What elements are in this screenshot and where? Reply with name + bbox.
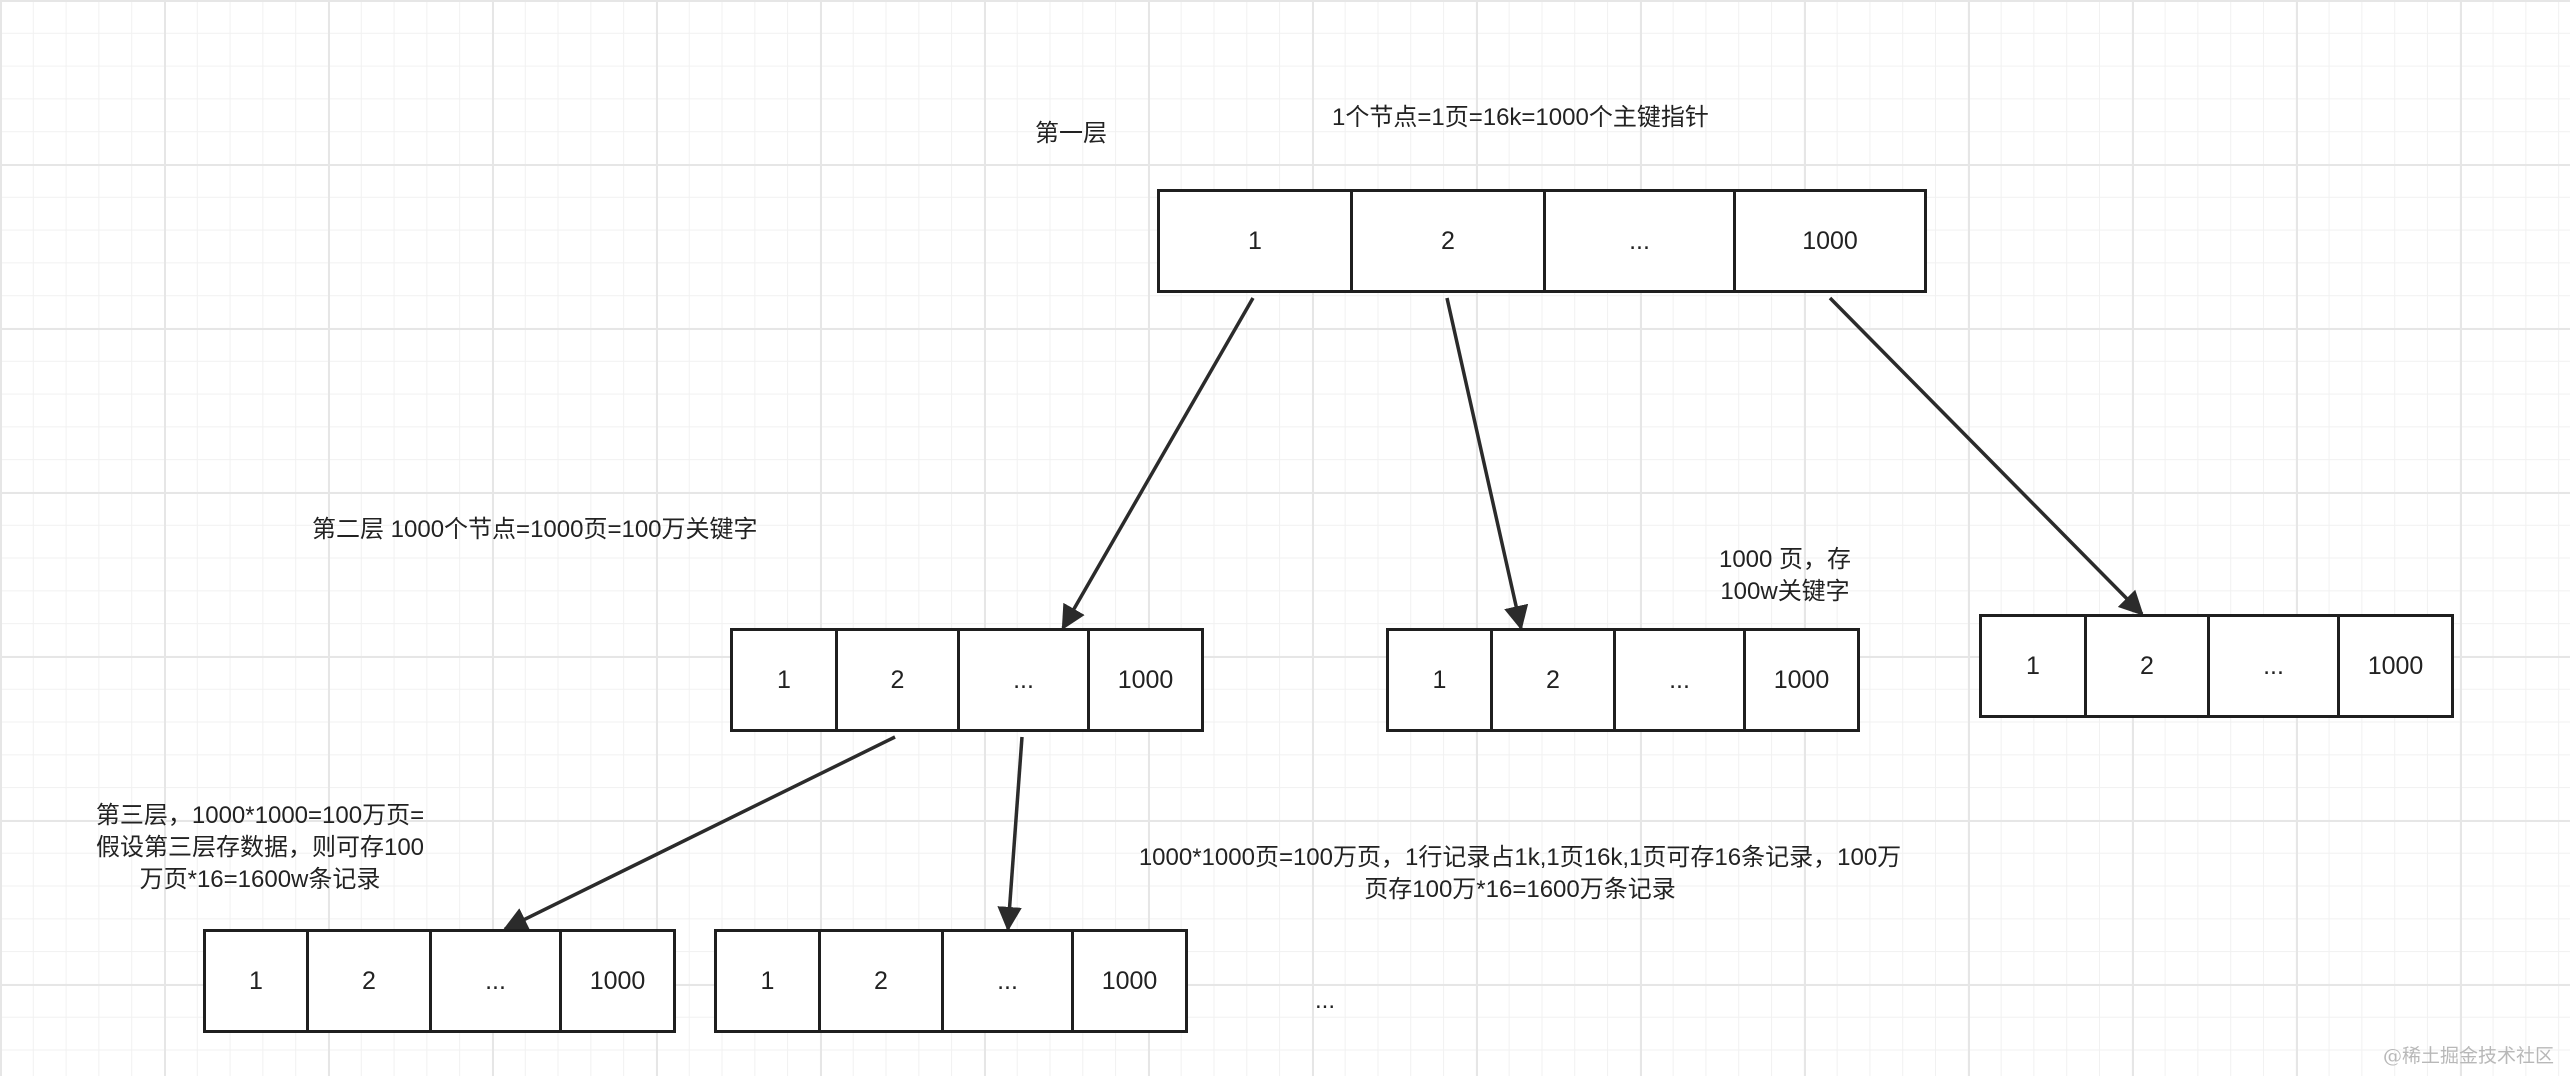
level3-node-a-cell-2: 2	[306, 929, 432, 1033]
pages-label-line1: 1000 页，存	[1718, 546, 1852, 573]
pages-label: 1000 页，存 100w关键字	[1700, 544, 1870, 608]
arrow-root-to-level2-a	[1061, 297, 1255, 631]
root-node-cell-4: 1000	[1733, 189, 1927, 293]
layer2-label: 第二层 1000个节点=1000页=100万关键字	[312, 516, 758, 543]
node-size-label: 1个节点=1页=16k=1000个主键指针	[1332, 104, 1709, 131]
level2-node-a: 1 2 ... 1000	[730, 628, 1204, 732]
root-node-cell-3: ...	[1543, 189, 1736, 293]
layer3-label-line1: 第三层，1000*1000=100万页=	[95, 802, 425, 829]
level2-node-c-cell-3: ...	[2207, 614, 2340, 718]
root-node-cell-2: 2	[1350, 189, 1546, 293]
calc-label: 1000*1000页=100万页，1行记录占1k,1页16k,1页可存16条记录…	[1100, 842, 1940, 906]
level2-node-c: 1 2 ... 1000	[1979, 614, 2454, 718]
level3-node-b: 1 2 ... 1000	[714, 929, 1188, 1033]
calc-label-line2: 页存100万*16=1600万条记录	[1364, 876, 1676, 903]
layer3-label-line2: 假设第三层存数据，则可存100	[95, 834, 425, 861]
arrow-level2-to-level3-a	[502, 735, 896, 931]
level2-node-c-cell-4: 1000	[2337, 614, 2454, 718]
arrow-level2-to-level3-b	[997, 736, 1024, 932]
pages-label-line2: 100w关键字	[1720, 578, 1850, 605]
root-node: 1 2 ... 1000	[1157, 189, 1927, 293]
layer3-label: 第三层，1000*1000=100万页= 假设第三层存数据，则可存100 万页*…	[60, 800, 460, 896]
level2-node-b-cell-1: 1	[1386, 628, 1493, 732]
level2-node-c-cell-2: 2	[2084, 614, 2210, 718]
level2-node-a-cell-3: ...	[957, 628, 1090, 732]
level2-node-a-cell-2: 2	[835, 628, 960, 732]
level3-node-b-cell-1: 1	[714, 929, 821, 1033]
level2-node-a-cell-1: 1	[730, 628, 838, 732]
level2-node-b: 1 2 ... 1000	[1386, 628, 1860, 732]
more-nodes-ellipsis: ...	[1315, 987, 1336, 1014]
level3-node-a-cell-4: 1000	[559, 929, 676, 1033]
level3-node-b-cell-4: 1000	[1071, 929, 1188, 1033]
level2-node-b-cell-2: 2	[1490, 628, 1616, 732]
layer1-label: 第一层	[1035, 120, 1107, 147]
arrow-root-to-level2-b	[1445, 297, 1529, 631]
level3-node-a: 1 2 ... 1000	[203, 929, 676, 1033]
watermark: @稀土掘金技术社区	[2382, 1045, 2554, 1067]
calc-label-line1: 1000*1000页=100万页，1行记录占1k,1页16k,1页可存16条记录…	[1138, 844, 1902, 871]
layer3-label-line3: 万页*16=1600w条记录	[139, 866, 381, 893]
level2-node-b-cell-4: 1000	[1743, 628, 1860, 732]
root-node-cell-1: 1	[1157, 189, 1353, 293]
level2-node-a-cell-4: 1000	[1087, 628, 1204, 732]
level3-node-b-cell-2: 2	[818, 929, 944, 1033]
arrow-root-to-level2-c	[1828, 296, 2144, 616]
level3-node-b-cell-3: ...	[941, 929, 1074, 1033]
level2-node-c-cell-1: 1	[1979, 614, 2087, 718]
level3-node-a-cell-1: 1	[203, 929, 309, 1033]
level3-node-a-cell-3: ...	[429, 929, 562, 1033]
level2-node-b-cell-3: ...	[1613, 628, 1746, 732]
